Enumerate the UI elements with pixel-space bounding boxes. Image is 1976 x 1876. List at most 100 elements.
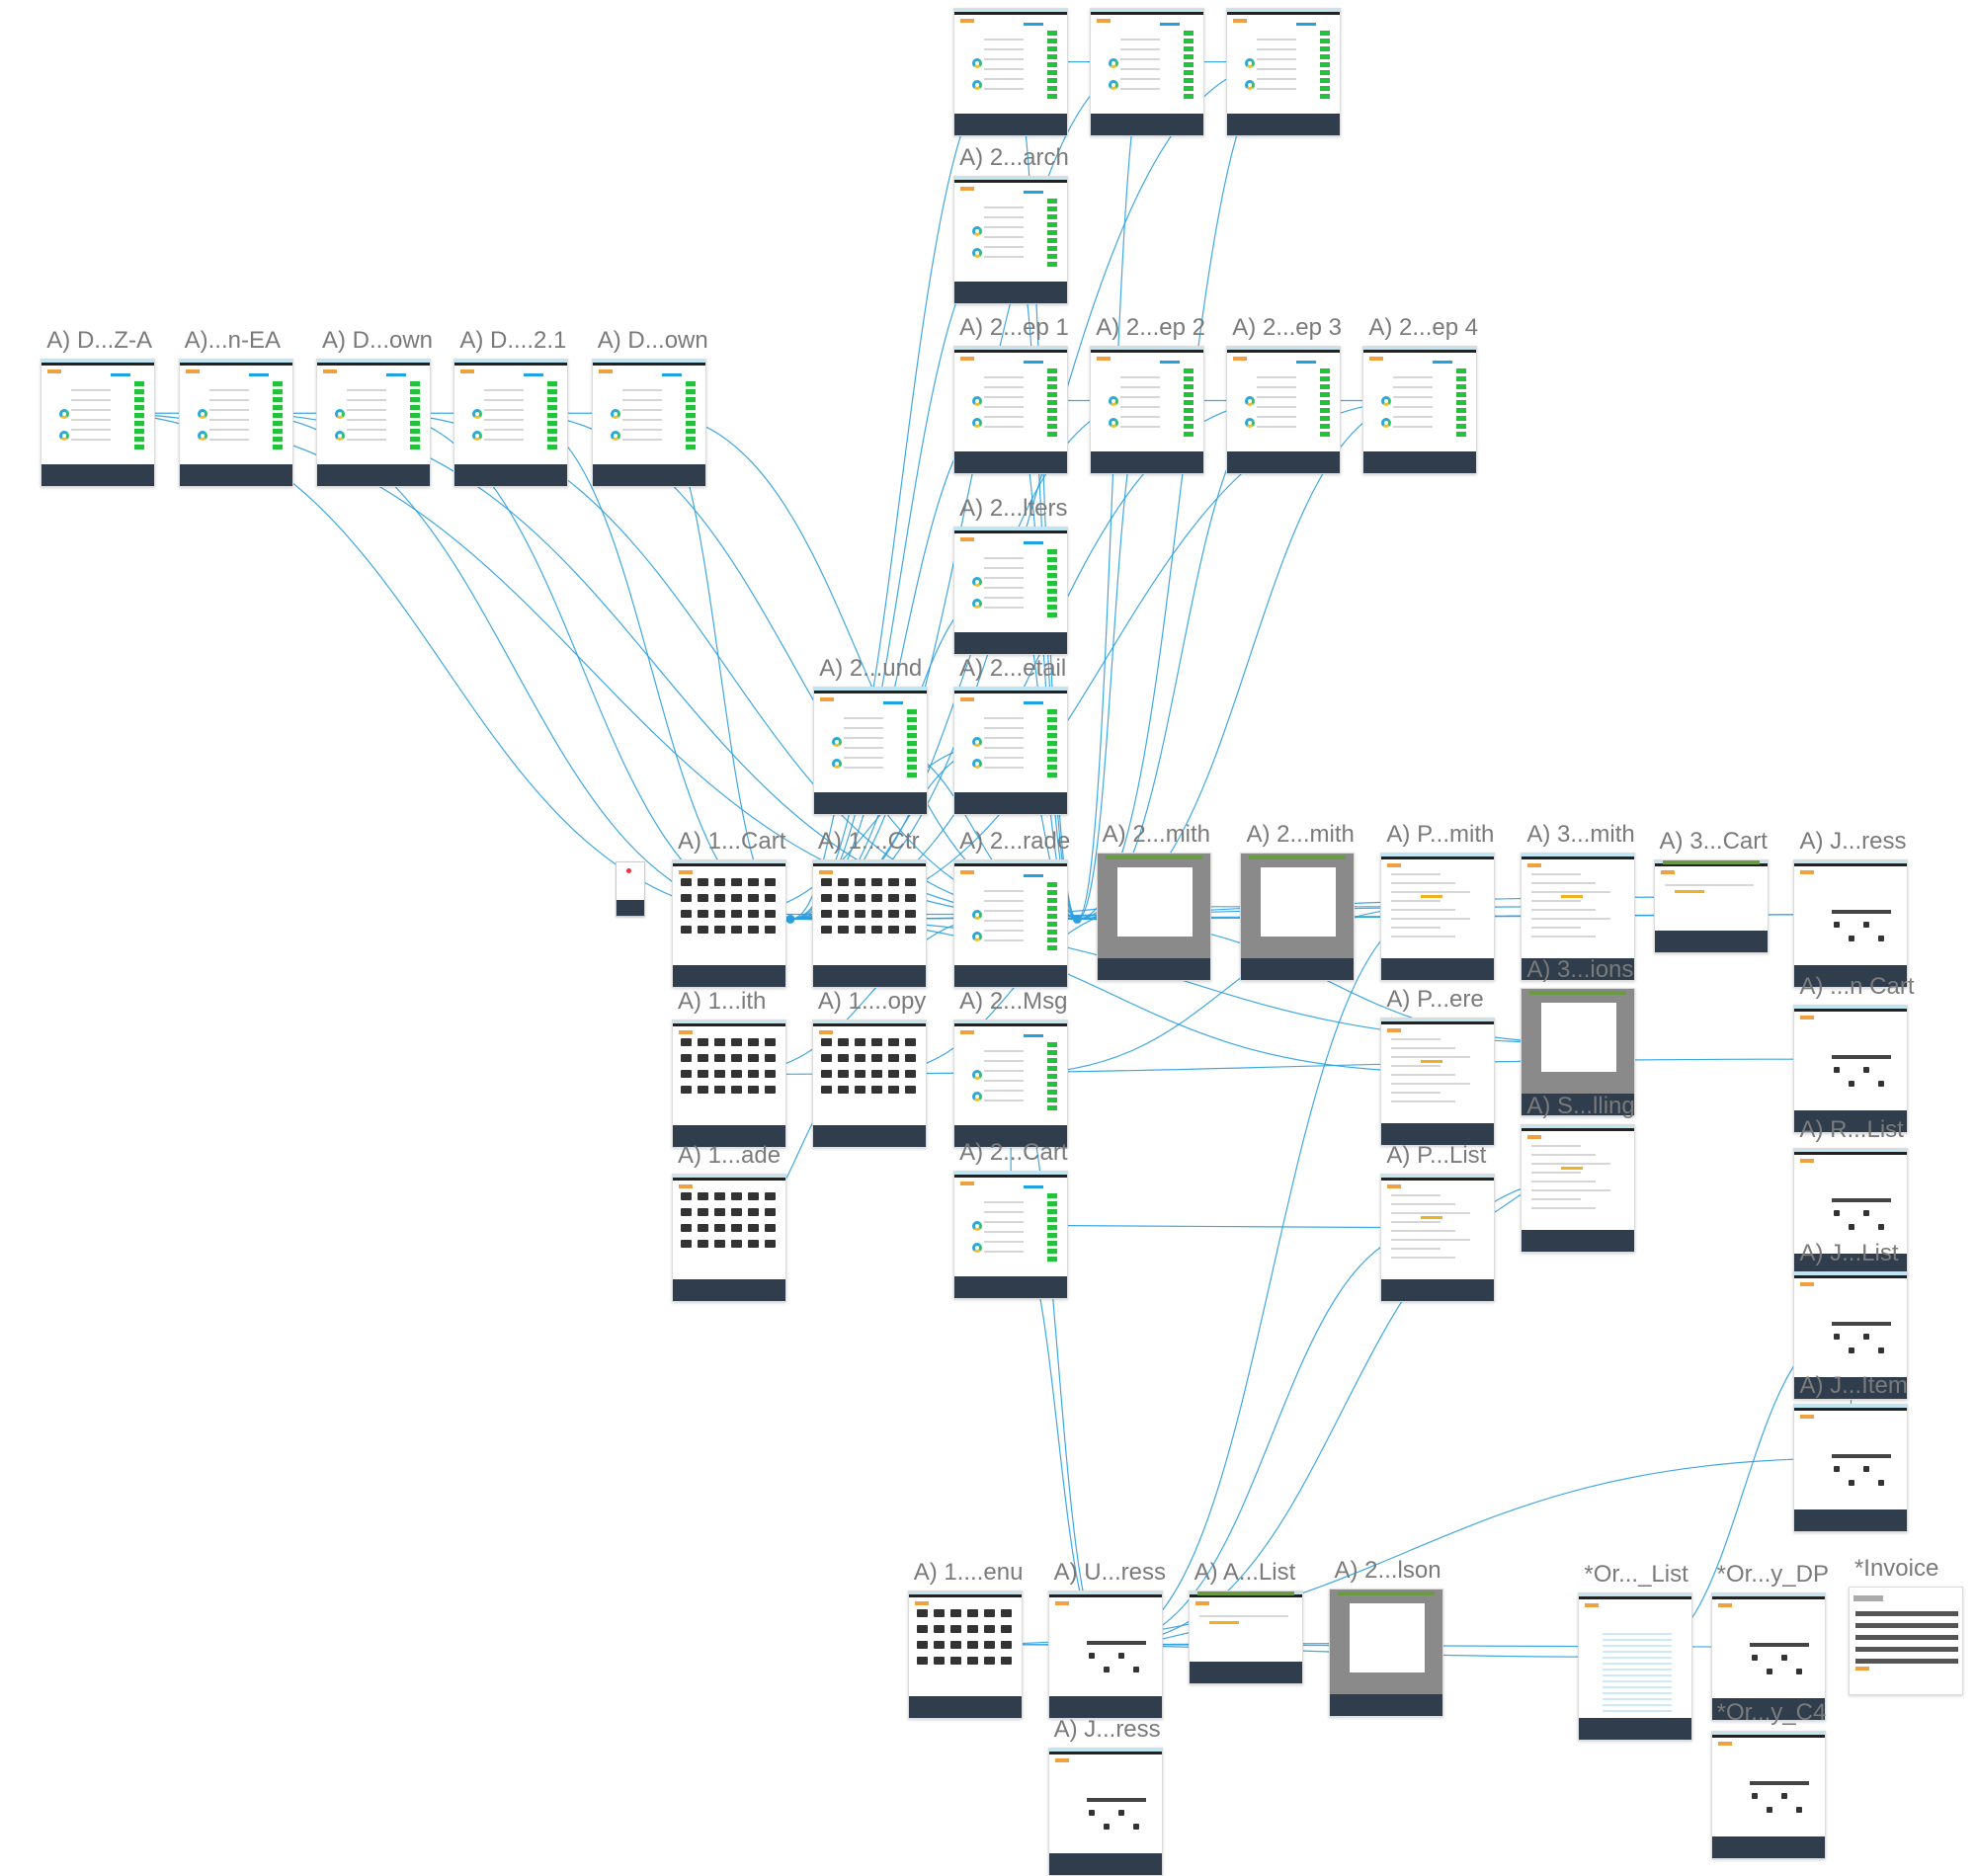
frame-label: A) ...n Cart <box>1799 973 1915 1001</box>
frame-label: A) R...List <box>1799 1116 1904 1144</box>
frame-label: A) 3...mith <box>1526 820 1635 848</box>
screen-thumbnail[interactable] <box>178 359 293 488</box>
screen-thumbnail[interactable] <box>316 359 431 488</box>
screen-thumbnail[interactable] <box>1380 852 1496 981</box>
screen-thumbnail[interactable] <box>1226 7 1342 136</box>
screen-thumbnail[interactable] <box>953 346 1069 475</box>
frame-label: A) D...Z-A <box>46 327 152 355</box>
screen-thumbnail[interactable] <box>1653 859 1769 954</box>
frame-label: A) P...ere <box>1386 985 1484 1013</box>
frame-label: A) 2...lters <box>959 494 1068 522</box>
screen-thumbnail[interactable] <box>1710 1731 1826 1860</box>
frame-label: A) 1...ith <box>678 988 767 1016</box>
frame-label: A) P...mith <box>1386 820 1495 848</box>
screen-thumbnail[interactable] <box>1047 1748 1163 1876</box>
screen-thumbnail[interactable] <box>953 526 1069 655</box>
screen-thumbnail[interactable] <box>1710 1592 1826 1722</box>
frame-label: A) J...List <box>1799 1240 1899 1267</box>
frame-label: A) 2...ep 1 <box>959 314 1069 342</box>
frame-label: A) U...ress <box>1053 1558 1166 1586</box>
screen-thumbnail[interactable] <box>811 859 927 989</box>
frame-label: A)...n-EA <box>184 327 281 355</box>
screen-thumbnail[interactable] <box>1793 1005 1909 1134</box>
screen-thumbnail[interactable] <box>953 1020 1069 1149</box>
screen-thumbnail[interactable] <box>1188 1590 1303 1684</box>
screen-thumbnail[interactable] <box>1521 988 1636 1117</box>
frame-label: A) 2...lson <box>1334 1557 1441 1585</box>
frame-label: A) 2...und <box>819 654 923 682</box>
connection-hotspot <box>1072 914 1082 924</box>
screen-thumbnail[interactable] <box>813 686 929 815</box>
connection-hotspot <box>785 914 795 924</box>
frame-label: A) 2...ep 2 <box>1096 314 1205 342</box>
frame-label: A) J...ress <box>1053 1716 1161 1743</box>
screen-thumbnail[interactable] <box>953 686 1069 815</box>
connection-wire <box>1076 61 1148 920</box>
frame-label: A) 2...ep 3 <box>1232 314 1343 342</box>
frame-label: A) A...List <box>1194 1558 1296 1586</box>
frame-label: A) 2...Msg <box>959 988 1068 1016</box>
screen-thumbnail[interactable] <box>1521 1124 1636 1254</box>
frame-label: A) 1....enu <box>913 1558 1024 1586</box>
frame-label: A) D...own <box>322 327 434 355</box>
frame-label: A) 2...mith <box>1102 820 1211 848</box>
screen-thumbnail[interactable] <box>953 7 1069 136</box>
screen-thumbnail[interactable] <box>41 359 156 488</box>
frame-label: *Or..._List <box>1584 1561 1688 1589</box>
frame-label: A) S...lling <box>1526 1093 1635 1120</box>
screen-thumbnail[interactable] <box>453 359 569 488</box>
screen-thumbnail[interactable] <box>1793 1148 1909 1277</box>
screen-thumbnail[interactable] <box>953 1171 1069 1300</box>
connection-wire <box>1011 906 1439 1075</box>
screen-thumbnail[interactable] <box>1090 346 1205 475</box>
frame-label: A) 1....Ctr <box>817 828 920 856</box>
screen-thumbnail[interactable] <box>1380 1017 1496 1146</box>
screen-thumbnail[interactable] <box>1793 1271 1909 1401</box>
mobile-thumbnail[interactable] <box>616 860 646 917</box>
screen-thumbnail[interactable] <box>1226 346 1342 475</box>
frame-label: A) 1...Cart <box>678 828 786 856</box>
frame-label: *Or...y_C4 <box>1716 1699 1827 1727</box>
screen-thumbnail[interactable] <box>672 1173 786 1302</box>
screen-thumbnail[interactable] <box>1848 1586 1963 1695</box>
screen-thumbnail[interactable] <box>1090 7 1205 136</box>
screen-thumbnail[interactable] <box>1793 859 1909 989</box>
screen-thumbnail[interactable] <box>1362 346 1478 475</box>
frame-label: A) D...own <box>597 327 708 355</box>
screen-thumbnail[interactable] <box>1521 852 1636 981</box>
connection-wire <box>1077 61 1284 920</box>
screen-thumbnail[interactable] <box>591 359 706 488</box>
screen-thumbnail[interactable] <box>1096 852 1211 981</box>
screen-thumbnail[interactable] <box>1328 1589 1443 1718</box>
frame-label: A) 2...mith <box>1246 820 1355 848</box>
frame-label: A) D....2.1 <box>459 327 567 355</box>
frame-label: A) 2...etail <box>959 654 1067 682</box>
connection-wire <box>235 412 1078 920</box>
screen-thumbnail[interactable] <box>672 859 786 989</box>
frame-label: *Invoice <box>1853 1554 1939 1582</box>
frame-label: A) 1....opy <box>817 988 927 1016</box>
screen-thumbnail[interactable] <box>907 1590 1023 1719</box>
frame-label: A) 2...Cart <box>959 1139 1068 1167</box>
screen-thumbnail[interactable] <box>1793 1404 1909 1533</box>
frame-label: A) 2...ep 4 <box>1368 314 1479 342</box>
screen-thumbnail[interactable] <box>1047 1590 1163 1719</box>
screen-thumbnail[interactable] <box>1380 1173 1496 1302</box>
screen-thumbnail[interactable] <box>953 859 1069 989</box>
connection-wire <box>98 412 1078 920</box>
screen-thumbnail[interactable] <box>1578 1592 1693 1742</box>
frame-label: A) 3...ions <box>1526 956 1634 984</box>
connection-wire <box>1011 1224 1439 1229</box>
screen-thumbnail[interactable] <box>1240 852 1356 981</box>
frame-label: A) 3...Cart <box>1659 828 1768 856</box>
screen-thumbnail[interactable] <box>953 176 1069 305</box>
frame-label: A) 1...ade <box>678 1141 782 1169</box>
frame-label: A) J...Item <box>1799 1372 1908 1400</box>
screen-thumbnail[interactable] <box>811 1020 927 1149</box>
frame-label: A) 2...arch <box>959 144 1069 172</box>
frame-label: A) P...List <box>1386 1141 1487 1169</box>
frame-label: *Or...y_DP <box>1716 1561 1829 1589</box>
frame-label: A) 2...rade <box>959 828 1071 856</box>
screen-thumbnail[interactable] <box>672 1020 786 1149</box>
